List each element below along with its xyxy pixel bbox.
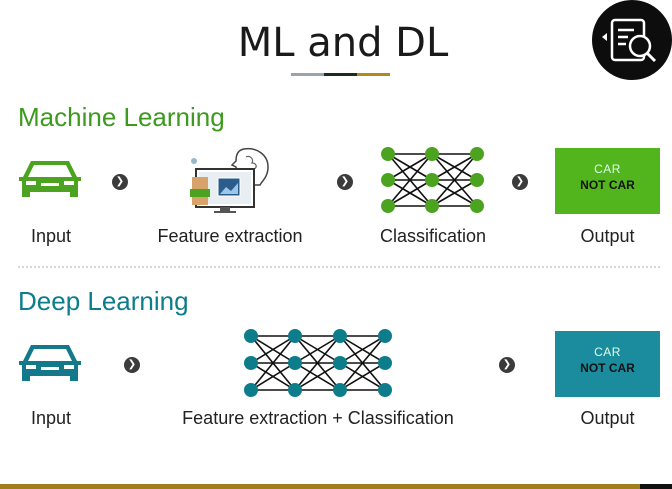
ml-output-notcar-text: NOT CAR: [555, 178, 660, 192]
car-icon: [17, 157, 83, 203]
dl-section-title: Deep Learning: [18, 286, 189, 317]
chevron-right-circle-icon: ❯: [512, 174, 528, 190]
title-underline-1: [291, 73, 324, 76]
ml-classification-label: Classification: [358, 226, 508, 247]
title-underline-2: [324, 73, 357, 76]
title-underline-3: [357, 73, 390, 76]
ml-input-label: Input: [2, 226, 100, 247]
car-icon: [17, 341, 83, 387]
page-title: ML and DL: [0, 20, 672, 66]
human-feature-extraction-icon: [184, 147, 272, 215]
section-divider: [18, 266, 660, 268]
chevron-right-circle-icon: ❯: [337, 174, 353, 190]
dl-output-car-text: CAR: [555, 345, 660, 359]
neural-network-icon: [378, 146, 488, 214]
ml-output-box: CAR NOT CAR: [555, 148, 660, 214]
chevron-right-circle-icon: ❯: [499, 357, 515, 373]
ml-section-title: Machine Learning: [18, 102, 225, 133]
dl-output-notcar-text: NOT CAR: [555, 361, 660, 375]
dl-feature-classification-label: Feature extraction + Classification: [150, 408, 486, 429]
ml-output-car-text: CAR: [555, 162, 660, 176]
dl-input-label: Input: [2, 408, 100, 429]
ml-feature-extraction-label: Feature extraction: [130, 226, 330, 247]
chevron-right-circle-icon: ❯: [112, 174, 128, 190]
dl-output-box: CAR NOT CAR: [555, 331, 660, 397]
bottom-bar-dark: [640, 484, 672, 489]
bottom-bar-gold: [0, 484, 640, 489]
chevron-right-circle-icon: ❯: [124, 357, 140, 373]
search-document-icon[interactable]: [590, 0, 672, 82]
dl-output-label: Output: [555, 408, 660, 429]
deep-neural-network-icon: [240, 328, 396, 398]
ml-output-label: Output: [555, 226, 660, 247]
